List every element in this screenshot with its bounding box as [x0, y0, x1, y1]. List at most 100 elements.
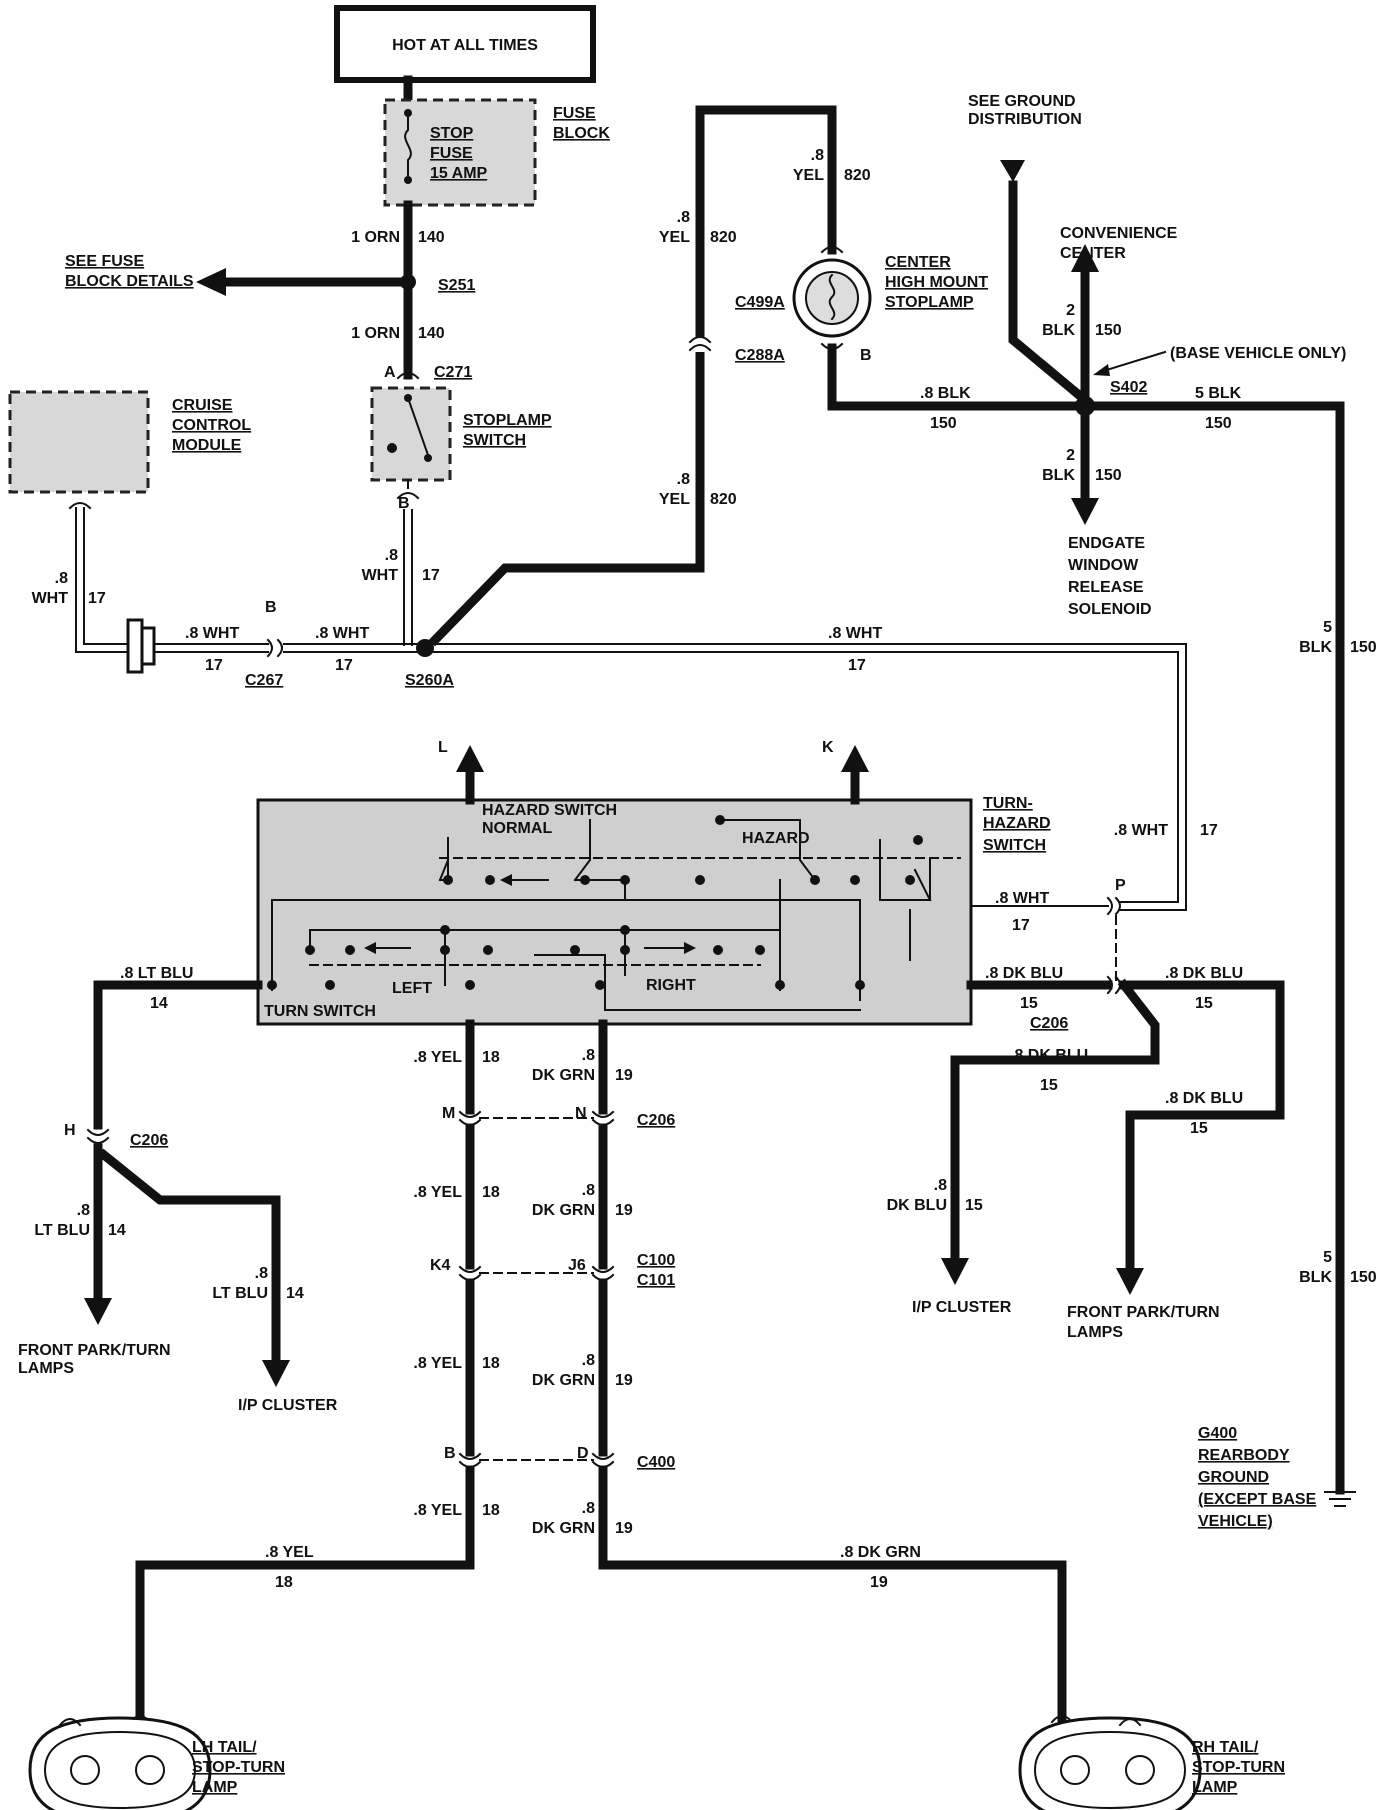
svg-text:150: 150: [1095, 467, 1122, 484]
c206-right-label: C206: [1030, 1015, 1068, 1032]
inline-connector: [126, 618, 144, 674]
svg-text:.8 YEL: .8 YEL: [413, 1184, 462, 1201]
svg-text:.8 BLK: .8 BLK: [920, 385, 971, 402]
endgate-line-4: SOLENOID: [1068, 601, 1152, 618]
left-label: LEFT: [392, 980, 432, 997]
svg-text:LT BLU: LT BLU: [212, 1285, 268, 1302]
svg-text:.8: .8: [582, 1352, 595, 1369]
svg-text:WHT: WHT: [362, 567, 399, 584]
svg-text:18: 18: [482, 1184, 500, 1201]
svg-text:17: 17: [1012, 917, 1030, 934]
svg-text:.8: .8: [582, 1047, 595, 1064]
endgate-line-1: ENDGATE: [1068, 535, 1145, 552]
svg-text:BLK: BLK: [1299, 639, 1332, 656]
svg-text:18: 18: [482, 1355, 500, 1372]
rh-lamp-label-3: LAMP: [1192, 1779, 1238, 1796]
svg-text:.8 DK BLU: .8 DK BLU: [1010, 1047, 1088, 1064]
switch-name-2: HAZARD: [983, 815, 1051, 832]
chmsl-label-3: STOPLAMP: [885, 294, 974, 311]
svg-text:.8: .8: [677, 209, 690, 226]
svg-text:.8 LT BLU: .8 LT BLU: [120, 965, 193, 982]
arrow-down-icon: [1071, 498, 1099, 525]
pointer-arrow-icon: [1093, 364, 1110, 376]
c499a-label: C499A: [735, 294, 785, 311]
svg-text:14: 14: [150, 995, 168, 1012]
connector-c206-mid: [458, 1110, 615, 1126]
svg-text:.8: .8: [677, 471, 690, 488]
svg-text:.8 DK BLU: .8 DK BLU: [1165, 965, 1243, 982]
svg-text:17: 17: [848, 657, 866, 674]
svg-text:BLK: BLK: [1042, 322, 1075, 339]
arrow-up-k-icon: [841, 745, 869, 772]
ip-cluster-l: I/P CLUSTER: [238, 1397, 338, 1414]
arrow-left-icon: [196, 268, 226, 296]
svg-text:BLK: BLK: [1042, 467, 1075, 484]
arrow-down-ip-l-icon: [262, 1360, 290, 1387]
ground-arrow-icon: [1000, 160, 1025, 182]
svg-text:WHT: WHT: [32, 590, 69, 607]
stoplamp-switch-label-2: SWITCH: [463, 432, 526, 449]
switch-name-1: TURN-: [983, 795, 1033, 812]
svg-text:L: L: [438, 739, 448, 756]
svg-text:17: 17: [422, 567, 440, 584]
svg-text:YEL: YEL: [793, 167, 824, 184]
svg-text:.8 DK BLU: .8 DK BLU: [1165, 1090, 1243, 1107]
svg-text:DK GRN: DK GRN: [532, 1372, 595, 1389]
svg-text:.8: .8: [582, 1182, 595, 1199]
svg-text:.8: .8: [255, 1265, 268, 1282]
lh-tail-lamp-icon: [28, 1715, 212, 1810]
stoplamp-switch-label-1: STOPLAMP: [463, 412, 552, 429]
svg-text:B: B: [444, 1445, 456, 1462]
svg-text:2: 2: [1066, 447, 1075, 464]
svg-text:19: 19: [615, 1520, 633, 1537]
arrow-up-icon: [1071, 244, 1099, 272]
stop-fuse-label-1: STOP: [430, 125, 474, 142]
s251-label: S251: [438, 277, 475, 294]
svg-text:.8: .8: [385, 547, 398, 564]
svg-text:.8: .8: [934, 1177, 947, 1194]
endgate-line-2: WINDOW: [1068, 557, 1139, 574]
lh-lamp-label-2: STOP-TURN: [192, 1759, 285, 1776]
front-park-l-line-2: LAMPS: [18, 1360, 74, 1377]
svg-text:H: H: [64, 1122, 76, 1139]
svg-text:K4: K4: [430, 1257, 451, 1274]
connector-c100: [458, 1265, 615, 1281]
rh-lamp-label-1: RH TAIL/: [1192, 1739, 1259, 1756]
g400-line-4: (EXCEPT BASE: [1198, 1491, 1317, 1508]
svg-text:150: 150: [930, 415, 957, 432]
stop-fuse-icon: [404, 109, 412, 176]
switch-name-3: SWITCH: [983, 837, 1046, 854]
c400-label: C400: [637, 1454, 675, 1471]
svg-text:15: 15: [1195, 995, 1213, 1012]
svg-text:DK GRN: DK GRN: [532, 1202, 595, 1219]
svg-text:820: 820: [844, 167, 871, 184]
chmsl-label-1: CENTER: [885, 254, 951, 271]
cruise-control-module: [8, 390, 150, 494]
c271-label: C271: [434, 364, 472, 381]
cruise-label-1: CRUISE: [172, 397, 233, 414]
svg-text:.8 DK BLU: .8 DK BLU: [985, 965, 1063, 982]
endgate-line-3: RELEASE: [1068, 579, 1144, 596]
turn-switch-label: TURN SWITCH: [264, 1003, 376, 1020]
svg-text:150: 150: [1350, 1269, 1377, 1286]
see-ground-line-2: DISTRIBUTION: [968, 111, 1082, 128]
arrow-down-fp-l-icon: [84, 1298, 112, 1325]
rh-lamp-label-2: STOP-TURN: [1192, 1759, 1285, 1776]
svg-text:14: 14: [108, 1222, 126, 1239]
turn-hazard-switch: [256, 798, 973, 1026]
svg-text:17: 17: [205, 657, 223, 674]
svg-text:820: 820: [710, 229, 737, 246]
svg-text:18: 18: [482, 1502, 500, 1519]
svg-text:.8 WHT: .8 WHT: [185, 625, 239, 642]
svg-text:15: 15: [1020, 995, 1038, 1012]
svg-text:19: 19: [615, 1372, 633, 1389]
power-source-label: HOT AT ALL TIMES: [392, 37, 538, 54]
normal-label: NORMAL: [482, 820, 552, 837]
svg-text:A: A: [384, 364, 396, 381]
front-park-r-line-2: LAMPS: [1067, 1324, 1123, 1341]
svg-text:B: B: [398, 495, 410, 512]
fuse-block-label-2: BLOCK: [553, 125, 610, 142]
svg-text:LT BLU: LT BLU: [34, 1222, 90, 1239]
arrow-up-l-icon: [456, 745, 484, 772]
